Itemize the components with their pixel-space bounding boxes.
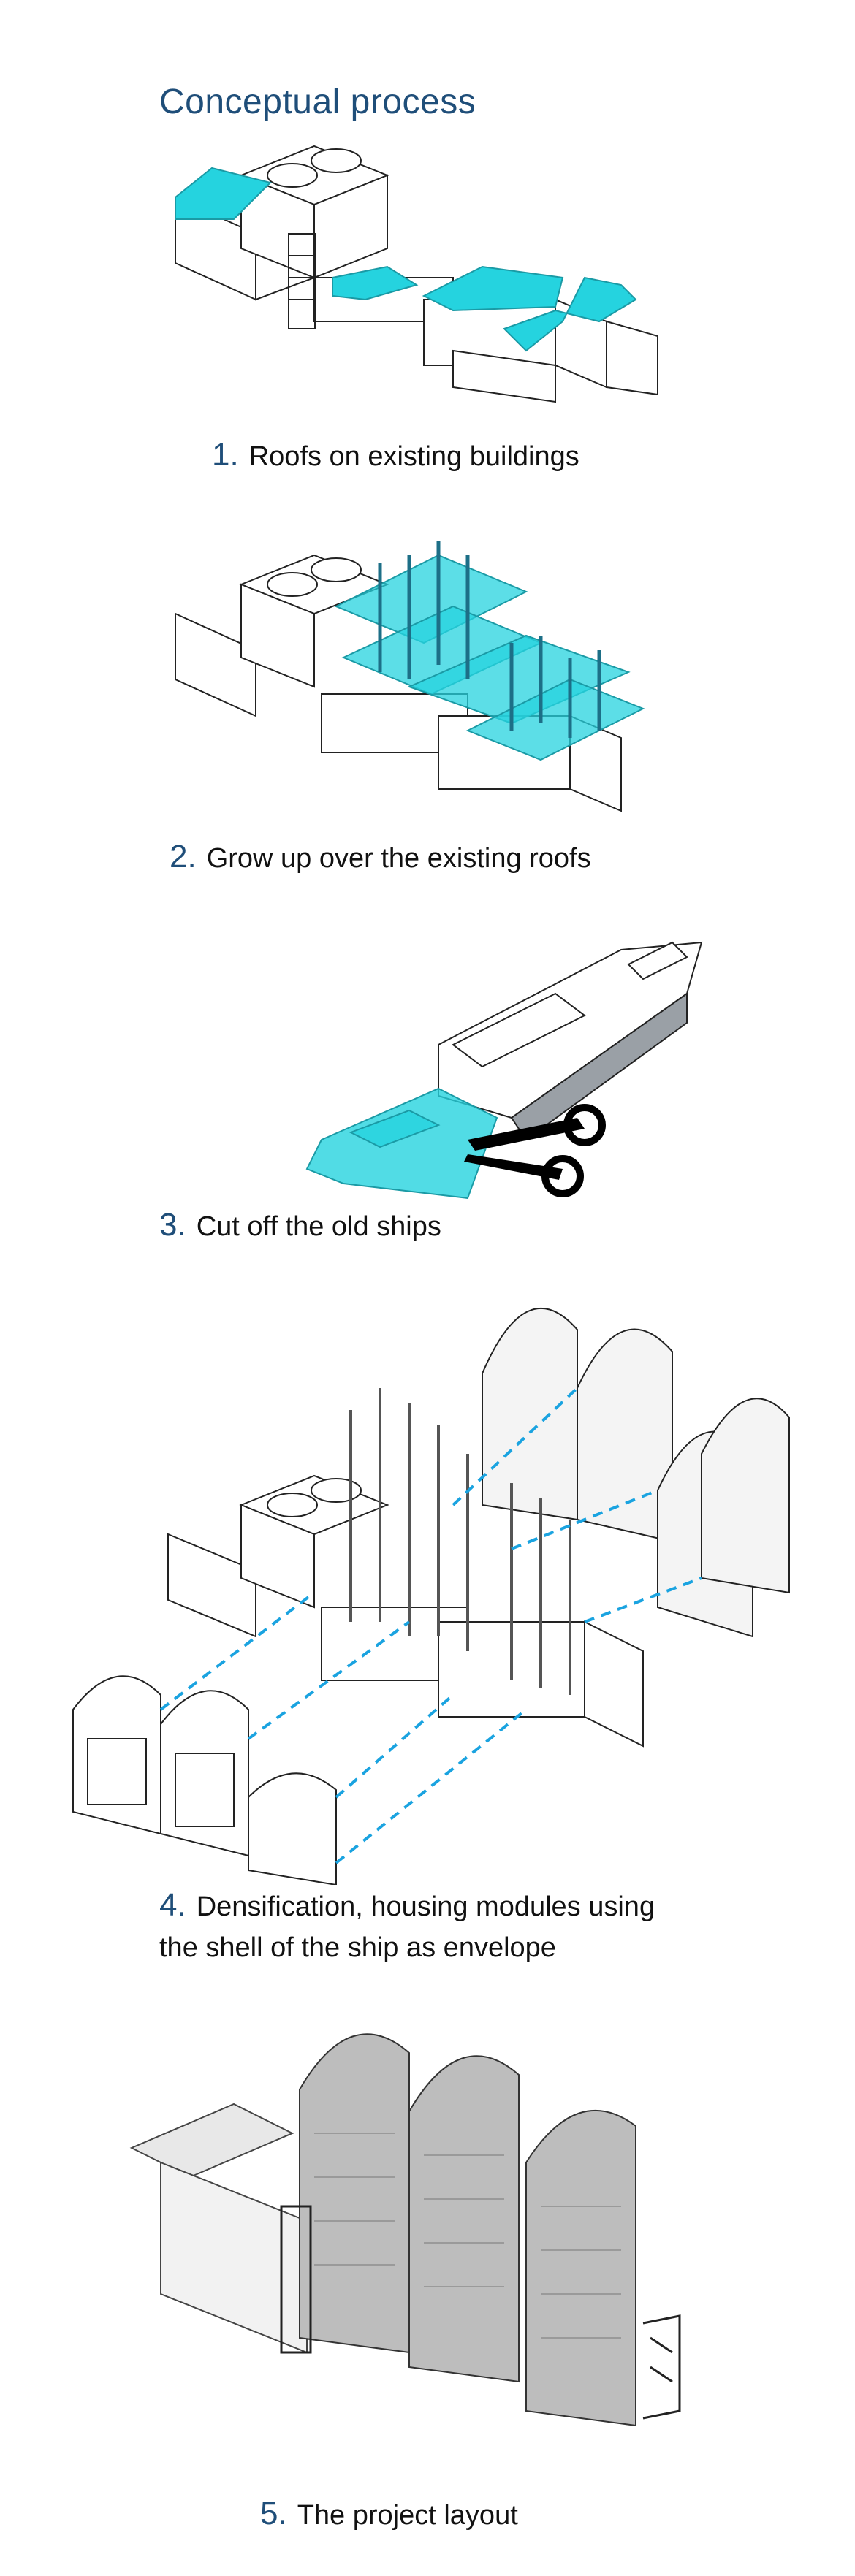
diagram-grow-up — [175, 541, 645, 812]
step-4-number: 4. — [159, 1887, 186, 1923]
step-4-label: 4. Densification, housing modules using t… — [159, 1885, 655, 1968]
step-2-number: 2. — [170, 839, 197, 874]
step-2-text: Grow up over the existing roofs — [206, 843, 591, 874]
step-1-label: 1. Roofs on existing buildings — [212, 437, 580, 473]
step-1-number: 1. — [212, 437, 239, 473]
step-4-text-line2: the shell of the ship as envelope — [159, 1932, 556, 1963]
step-2-label: 2. Grow up over the existing roofs — [170, 839, 591, 875]
step-3-number: 3. — [159, 1207, 186, 1243]
diagram-project-layout — [129, 2033, 681, 2427]
step-5-number: 5. — [260, 2496, 287, 2531]
step-4-text: Densification, housing modules using — [196, 1891, 656, 1922]
diagram-cut-ships — [305, 941, 703, 1200]
step-5-text: The project layout — [297, 2500, 518, 2531]
step-1-text: Roofs on existing buildings — [248, 441, 580, 472]
diagram-densification — [72, 1308, 790, 1885]
page-title: Conceptual process — [159, 83, 476, 121]
step-3-text: Cut off the old ships — [196, 1211, 441, 1242]
step-3-label: 3. Cut off the old ships — [159, 1207, 441, 1243]
diagram-roofs-existing — [175, 145, 658, 403]
step-5-label: 5. The project layout — [260, 2496, 518, 2532]
